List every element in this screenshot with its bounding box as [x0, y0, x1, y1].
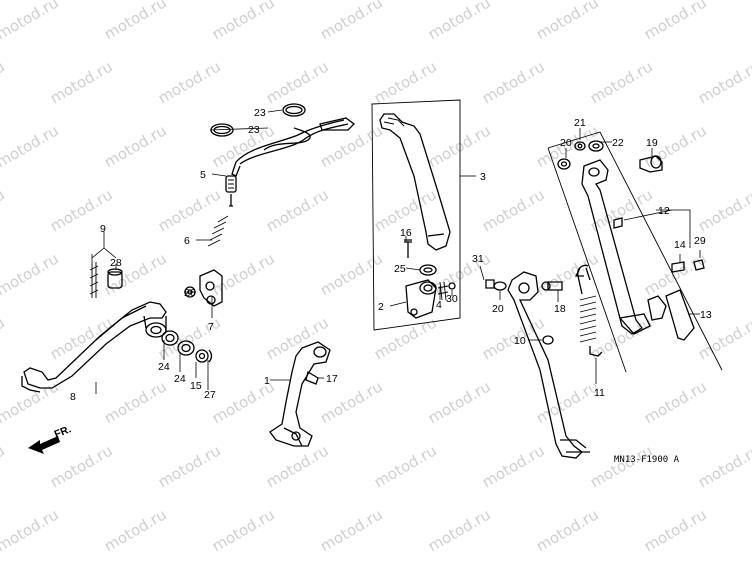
watermark-text: motod.ru — [209, 0, 278, 43]
watermark-text: motod.ru — [317, 0, 386, 43]
watermark-text: motod.ru — [263, 185, 332, 235]
watermark-text: motod.ru — [101, 121, 170, 171]
callout-7: 7 — [208, 321, 214, 333]
callout-23-top: 23 — [254, 107, 266, 119]
watermark-text: motod.ru — [0, 185, 8, 235]
callout-22: 22 — [612, 137, 624, 149]
callout-3: 3 — [480, 171, 486, 183]
watermark-text: motod.ru — [641, 505, 710, 555]
watermark-text: motod.ru — [533, 249, 602, 299]
watermark-text: motod.ru — [533, 505, 602, 555]
watermark-text: motod.ru — [317, 249, 386, 299]
callout-11: 11 — [594, 387, 605, 399]
callout-6: 6 — [184, 235, 190, 247]
front-label: FR. — [53, 423, 73, 440]
callout-31: 31 — [472, 253, 484, 265]
watermark-text: motod.ru — [371, 313, 440, 363]
stand-assembly — [547, 131, 723, 373]
callout-18: 18 — [554, 303, 566, 315]
brake-pedal — [269, 341, 331, 447]
kick-starter-group — [371, 99, 461, 331]
watermark-text: motod.ru — [641, 0, 710, 43]
watermark-text: motod.ru — [425, 377, 494, 427]
watermark-text: motod.ru — [371, 441, 440, 491]
callout-30: 30 — [446, 293, 458, 305]
callout-13: 13 — [700, 309, 712, 321]
callout-20-stand: 20 — [492, 303, 504, 315]
watermark-text: motod.ru — [47, 57, 116, 107]
callout-25: 25 — [394, 263, 406, 275]
callout-8: 8 — [70, 391, 76, 403]
callout-4: 4 — [436, 299, 442, 311]
watermark-text: motod.ru — [479, 441, 548, 491]
front-direction-arrow: FR. — [28, 423, 73, 454]
watermark-text: motod.ru — [533, 0, 602, 43]
watermark-text: motod.ru — [695, 57, 752, 107]
callout-10: 10 — [514, 335, 526, 347]
watermark-text: motod.ru — [425, 0, 494, 43]
callout-5: 5 — [200, 169, 206, 181]
watermark-text: motod.ru — [0, 121, 62, 171]
watermark-text: motod.ru — [425, 505, 494, 555]
watermark-layer: motod.ru motod.ru motod.ru motod.ru motod.ru… — [0, 0, 752, 555]
watermark-text: motod.ru — [209, 505, 278, 555]
watermark-text: motod.ru — [695, 441, 752, 491]
watermark-text: motod.ru — [0, 0, 62, 43]
watermark-text: motod.ru — [263, 441, 332, 491]
watermark-text: motod.ru — [587, 57, 656, 107]
shift-pedal-collars — [161, 330, 213, 363]
callout-2: 2 — [378, 301, 384, 313]
watermark-text: motod.ru — [0, 505, 62, 555]
callout-26: 26 — [184, 287, 196, 299]
pedal-rubber — [89, 262, 123, 298]
watermark-text: motod.ru — [155, 185, 224, 235]
watermark-text: motod.ru — [0, 441, 8, 491]
watermark-text: motod.ru — [101, 0, 170, 43]
cable-assembly — [184, 103, 355, 307]
callout-23-bottom: 23 — [248, 124, 260, 136]
watermark-text: motod.ru — [155, 57, 224, 107]
callout-24-right: 24 — [174, 373, 186, 385]
watermark-text: motod.ru — [479, 57, 548, 107]
watermark-text: motod.ru — [371, 57, 440, 107]
watermark-text: motod.ru — [263, 313, 332, 363]
callout-21: 21 — [574, 117, 586, 129]
callout-19: 19 — [646, 137, 658, 149]
watermark-text: motod.ru — [0, 313, 8, 363]
callout-16: 16 — [400, 227, 412, 239]
callout-14: 14 — [674, 239, 686, 251]
callout-12: 12 — [658, 205, 670, 217]
watermark-text: motod.ru — [0, 249, 62, 299]
leader-lines — [91, 109, 701, 394]
watermark-text: motod.ru — [695, 185, 752, 235]
diagram-code: MN13-F1900 A — [614, 455, 680, 465]
watermark-text: motod.ru — [425, 121, 494, 171]
watermark-text: motod.ru — [101, 377, 170, 427]
watermark-text: motod.ru — [263, 57, 332, 107]
callout-27: 27 — [204, 389, 216, 401]
callout-9: 9 — [100, 223, 106, 235]
watermark-text: motod.ru — [479, 185, 548, 235]
watermark-text: motod.ru — [587, 185, 656, 235]
callout-24-left: 24 — [158, 361, 170, 373]
watermark-text: motod.ru — [641, 377, 710, 427]
callout-28: 28 — [110, 257, 122, 269]
watermark-text: motod.ru — [47, 313, 116, 363]
watermark-text: motod.ru — [587, 441, 656, 491]
watermark-text: motod.ru — [47, 441, 116, 491]
callout-17: 17 — [326, 373, 338, 385]
callout-20-main: 20 — [560, 137, 572, 149]
watermark-text: motod.ru — [317, 505, 386, 555]
callout-labels: 9 28 23 23 5 6 26 7 8 24 24 15 27 3 16 2… — [70, 107, 712, 403]
watermark-text: motod.ru — [155, 441, 224, 491]
callout-15: 15 — [190, 380, 202, 392]
callout-29: 29 — [694, 235, 706, 247]
callout-1: 1 — [264, 375, 270, 387]
watermark-text: motod.ru — [101, 505, 170, 555]
gear-change-pedal — [21, 301, 167, 393]
watermark-text: motod.ru — [0, 57, 8, 107]
